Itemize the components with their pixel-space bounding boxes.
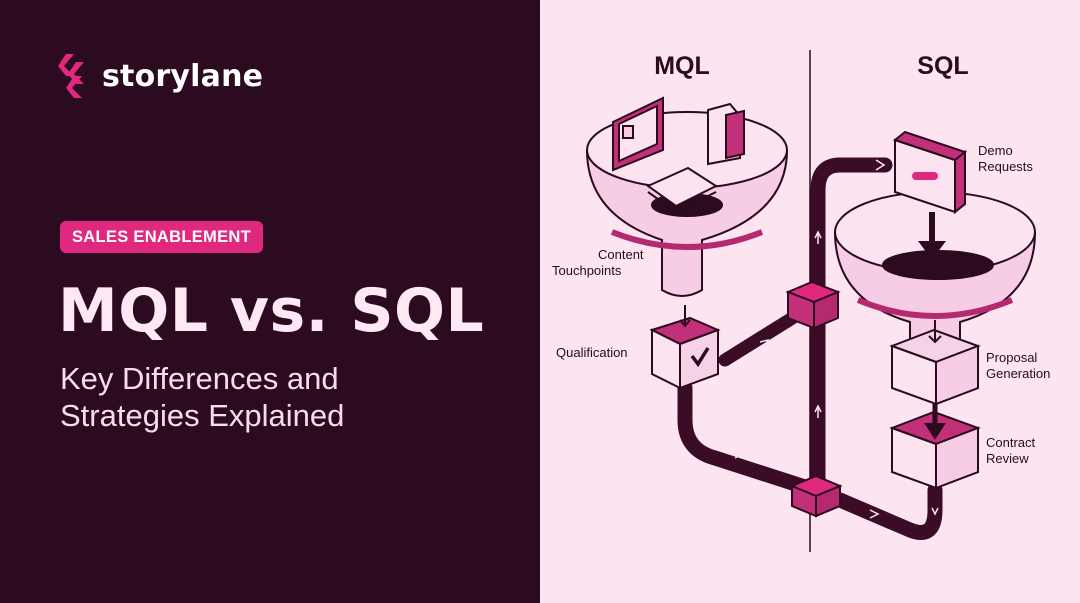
left-panel: storylane SALES ENABLEMENT MQL vs. SQL K… [0, 0, 540, 603]
subtitle: Key Differences and Strategies Explained [60, 360, 344, 434]
demo-request-card-icon [892, 130, 968, 260]
brand: storylane [58, 52, 263, 100]
label-content-2: Touchpoints [552, 263, 622, 278]
diagram-labels: Content Touchpoints Qualification Demo R… [552, 143, 1050, 466]
subtitle-line-2: Strategies Explained [60, 398, 345, 433]
pipe-arrows [734, 159, 939, 519]
mql-heading: MQL [654, 52, 710, 80]
qualification-cube [649, 305, 721, 390]
label-demo-1: Demo [978, 143, 1013, 158]
storylane-logo-icon [58, 54, 84, 98]
label-contract-1: Contract [986, 435, 1036, 450]
upper-junction-box [785, 280, 841, 330]
content-documents-icon [612, 96, 745, 214]
sql-heading: SQL [917, 52, 968, 80]
pipes [677, 157, 943, 540]
subtitle-line-1: Key Differences and [60, 361, 339, 396]
label-qualification: Qualification [556, 345, 628, 360]
label-contract-2: Review [986, 451, 1029, 466]
proposal-cube [889, 320, 981, 406]
label-proposal-2: Generation [986, 366, 1050, 381]
label-demo-2: Requests [978, 159, 1033, 174]
category-badge: SALES ENABLEMENT [60, 221, 263, 253]
mql-sql-diagram: MQL SQL [552, 50, 1050, 552]
contract-cube [889, 404, 981, 490]
label-content-1: Content [598, 247, 644, 262]
label-proposal-1: Proposal [986, 350, 1037, 365]
page-title: MQL vs. SQL [58, 276, 485, 346]
lower-junction-box [789, 474, 843, 518]
brand-name: storylane [102, 58, 264, 94]
